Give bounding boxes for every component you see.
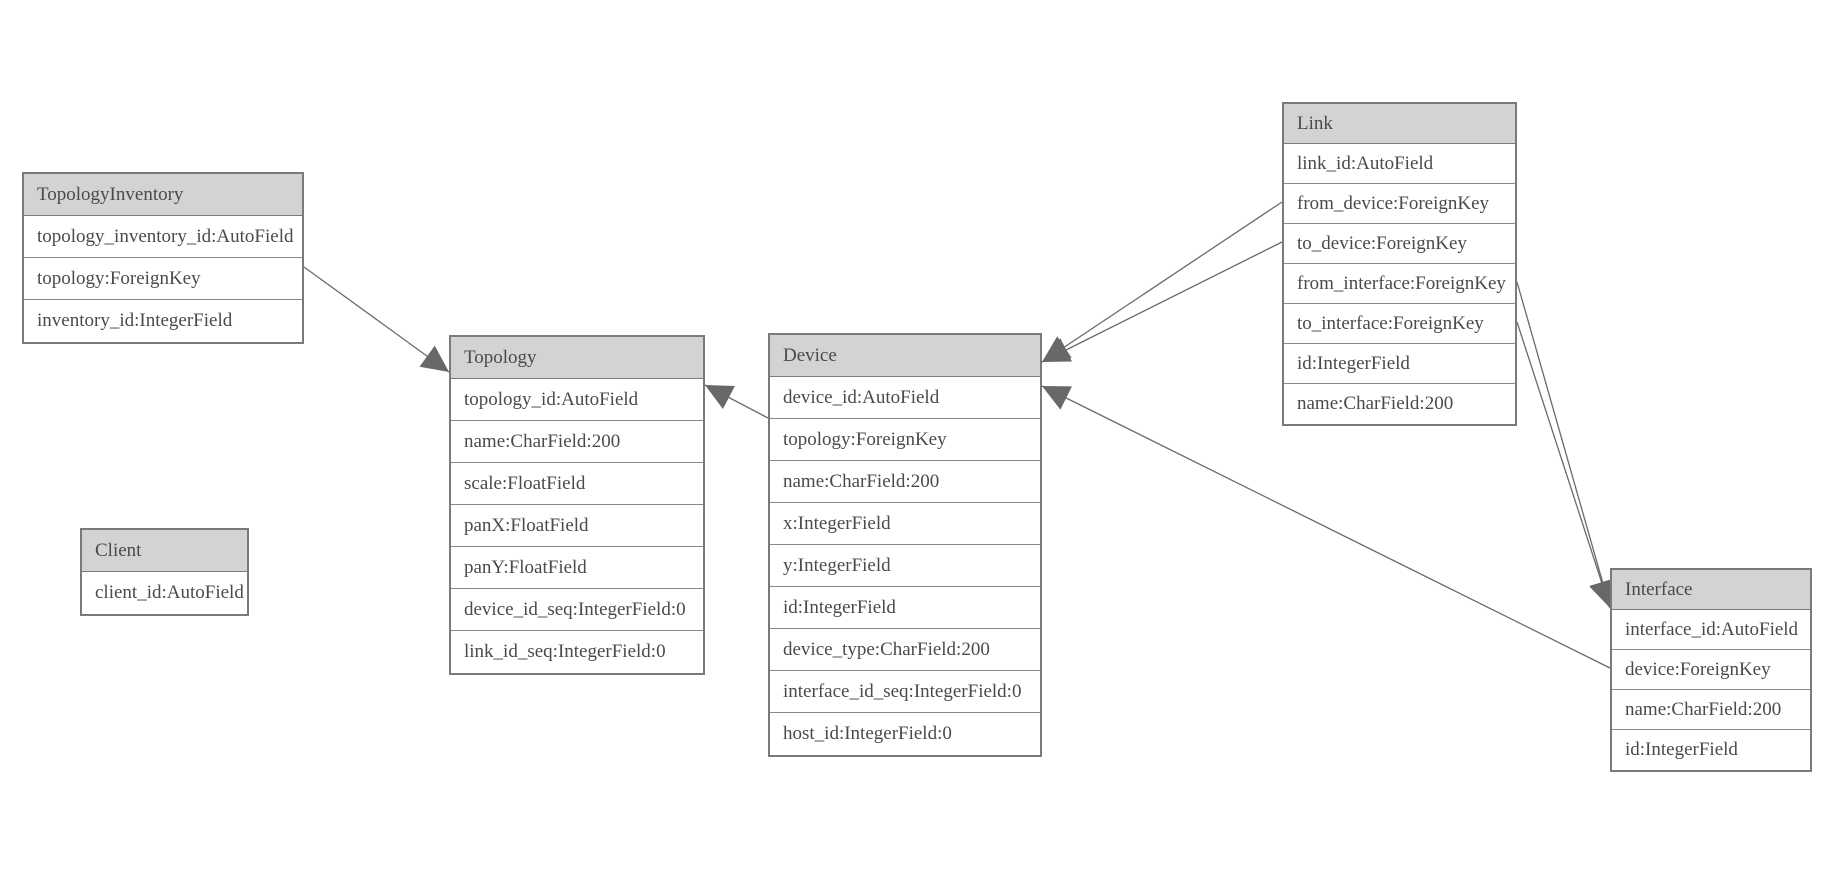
entity-field: name:CharField:200	[1612, 690, 1810, 730]
relation-line	[1041, 241, 1283, 363]
entity-field: topology:ForeignKey	[24, 258, 302, 300]
entity-title: Interface	[1612, 570, 1810, 610]
entity-field: from_device:ForeignKey	[1284, 184, 1515, 224]
entity-field: client_id:AutoField	[82, 572, 247, 614]
relation-arrowhead	[1589, 578, 1615, 608]
relation-arrowhead	[705, 385, 735, 410]
entity-field: name:CharField:200	[1284, 384, 1515, 424]
entity-field: scale:FloatField	[451, 463, 703, 505]
entity-title: Topology	[451, 337, 703, 379]
relation-line	[1041, 201, 1283, 363]
entity-field: name:CharField:200	[770, 461, 1040, 503]
entity-field: device_id_seq:IntegerField:0	[451, 589, 703, 631]
entity-field: to_interface:ForeignKey	[1284, 304, 1515, 344]
entity-field: inventory_id:IntegerField	[24, 300, 302, 342]
entity-title: Device	[770, 335, 1040, 377]
entity-field: id:IntegerField	[1612, 730, 1810, 770]
entity-field: device_id:AutoField	[770, 377, 1040, 419]
entity-field: from_interface:ForeignKey	[1284, 264, 1515, 304]
entity-field: topology_inventory_id:AutoField	[24, 216, 302, 258]
entity-field: device_type:CharField:200	[770, 629, 1040, 671]
relation-arrowhead	[419, 345, 449, 372]
entity-field: id:IntegerField	[1284, 344, 1515, 384]
relation-line	[1516, 281, 1611, 609]
entity-field: host_id:IntegerField:0	[770, 713, 1040, 755]
entity-field: panY:FloatField	[451, 547, 703, 589]
entity-title: Client	[82, 530, 247, 572]
entity-title: Link	[1284, 104, 1515, 144]
entity-field: topology_id:AutoField	[451, 379, 703, 421]
entity-title: TopologyInventory	[24, 174, 302, 216]
entity-field: link_id:AutoField	[1284, 144, 1515, 184]
relation-arrowhead	[1042, 338, 1072, 362]
entity-field: device:ForeignKey	[1612, 650, 1810, 690]
entity-field: panX:FloatField	[451, 505, 703, 547]
entity-field: interface_id:AutoField	[1612, 610, 1810, 650]
entity-field: name:CharField:200	[451, 421, 703, 463]
entity-field: link_id_seq:IntegerField:0	[451, 631, 703, 673]
relation-arrowhead	[1042, 386, 1072, 410]
relation-line	[1041, 385, 1611, 669]
entity-field: topology:ForeignKey	[770, 419, 1040, 461]
relation-line	[303, 266, 450, 373]
relation-line	[1516, 321, 1611, 609]
entity-field: y:IntegerField	[770, 545, 1040, 587]
entity-field: id:IntegerField	[770, 587, 1040, 629]
entity-field: interface_id_seq:IntegerField:0	[770, 671, 1040, 713]
entity-field: x:IntegerField	[770, 503, 1040, 545]
entity-field: to_device:ForeignKey	[1284, 224, 1515, 264]
